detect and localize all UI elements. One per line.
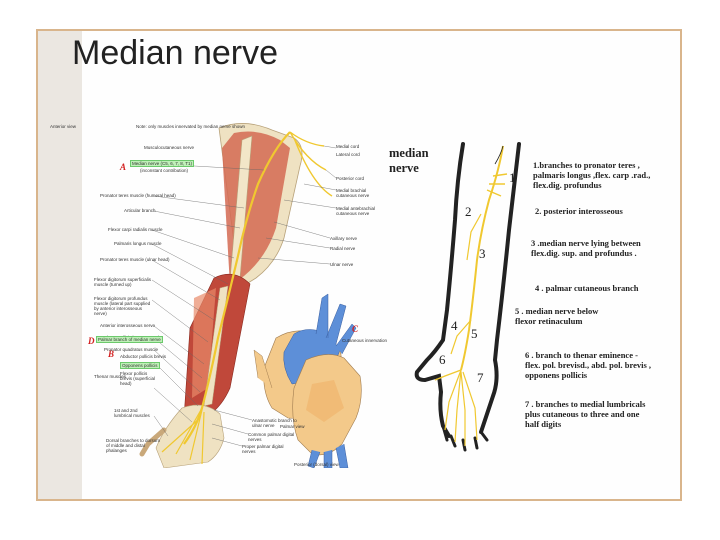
branch-7-digital [444, 369, 478, 446]
nerve-label-line1: median [389, 146, 429, 160]
view-label-dorsal: Posterior (dorsal) view [294, 462, 339, 467]
arm-drawing [139, 123, 362, 469]
left-decor-strip [38, 31, 82, 499]
label-anterior-interosseous: Anterior interosseous nerve [100, 323, 156, 328]
plexus-cords [289, 131, 333, 197]
label-abductor: Abductor pollicis brevis [120, 354, 167, 359]
label-fpb: Flexor pollicis brevis (superficial head… [120, 371, 156, 386]
label-medial-brachial: Medial brachial cutaneous nerve [336, 188, 370, 198]
label-palmaris: Palmaris longus muscle [114, 241, 162, 246]
view-label-palmar: Palmar view [280, 424, 305, 429]
note-4: 4 . palmar cutaneous branch [535, 283, 639, 293]
leader-lines-right [211, 145, 337, 447]
label-pronator-quadratus: Pronator quadratus muscle [104, 347, 159, 352]
marker-4: 4 [451, 318, 458, 333]
label-fcr: Flexor carpi radialis muscle [108, 227, 163, 232]
label-musculocutaneous: Musculocutaneous nerve [144, 145, 195, 150]
dorsal-hand-view [292, 354, 362, 469]
slide-title: Median nerve [72, 34, 279, 72]
letter-d: D [88, 336, 95, 346]
marker-6: 6 [439, 352, 446, 367]
marker-3: 3 [479, 246, 486, 261]
marker-1: 1 [509, 170, 516, 185]
marker-5: 5 [471, 326, 478, 341]
label-lumbricals: 1st and 2nd lumbrical muscles [114, 408, 150, 418]
c-caption: Cutaneous innervation [342, 338, 388, 343]
forearm-muscle-layer [192, 288, 216, 398]
note-6: 6 . branch to thenar eminence -flex. pol… [525, 350, 652, 380]
label-axillary: Axillary nerve [330, 236, 358, 241]
label-anastomotic: Anastomotic branch to ulnar nerve [252, 418, 297, 428]
branch-4 [450, 319, 472, 355]
branch-6 [434, 369, 462, 381]
leader-lines-left [141, 162, 265, 437]
label-proper-palmar: Proper palmar digital nerves [242, 444, 284, 454]
view-label-anterior: Anterior view [50, 124, 77, 129]
nerve-label-line2: nerve [389, 161, 419, 175]
marker-7: 7 [477, 370, 484, 385]
label-lateral-cord: Lateral cord [336, 152, 360, 157]
arm-outline-drawing [414, 142, 521, 452]
label-ulnar: Ulnar nerve [330, 262, 354, 267]
digital-nerve-branches [161, 407, 205, 465]
label-thenar: Thenar muscles [94, 374, 127, 379]
label-dorsal-branches: Dorsal branches to dorsum of middle and … [106, 438, 161, 453]
label-palmar-branch: Palmar branch of median nerve [96, 336, 163, 343]
anatomy-illustration: Anterior view A B C D Cutaneous innervat… [44, 88, 388, 469]
arm-outline-right [479, 142, 521, 434]
branch-2 [466, 213, 482, 261]
letter-c: C [352, 324, 359, 334]
label-note: Note: only muscles innervated by median … [136, 124, 246, 129]
arm-outline-left [414, 142, 465, 438]
finger-outlines [441, 424, 489, 452]
label-medial-antebrachial: Medial antebrachial cutaneous nerve [336, 206, 376, 216]
label-fds: Flexor digitorum superficialis muscle (t… [94, 277, 152, 287]
letter-a: A [120, 162, 127, 172]
branch-1 [486, 173, 508, 197]
label-medial-cord: Medial cord [336, 144, 360, 149]
note-2: 2. posterior interosseous [535, 206, 623, 216]
label-inconstant: (inconstant contribution) [140, 168, 189, 173]
label-posterior-cord: Posterior cord [336, 176, 365, 181]
slide-frame [36, 29, 682, 501]
marker-2: 2 [465, 204, 472, 219]
label-pronator-ulnar: Pronator teres muscle (ulnar head) [100, 257, 170, 262]
letter-b: B [108, 349, 115, 359]
label-pronator-humeral: Pronator teres muscle (humeral head) [100, 193, 176, 198]
label-common-palmar: Common palmar digital nerves [248, 432, 295, 442]
label-opponens: Opponens pollicis [120, 362, 160, 369]
label-median-nerve: Median nerve (C5, 6, 7, 8, T1) [130, 160, 194, 167]
label-articular: Articular branch [124, 208, 156, 213]
label-fdp: Flexor digitorum profundus muscle (later… [94, 296, 151, 316]
thumb [139, 427, 167, 457]
note-1: 1.branches to pronator teres ,palmaris l… [533, 160, 651, 190]
median-nerve-diagram: median nerve 1 2 3 4 5 6 7 1.branches to… [385, 140, 685, 460]
label-radial: Radial nerve [330, 246, 356, 251]
